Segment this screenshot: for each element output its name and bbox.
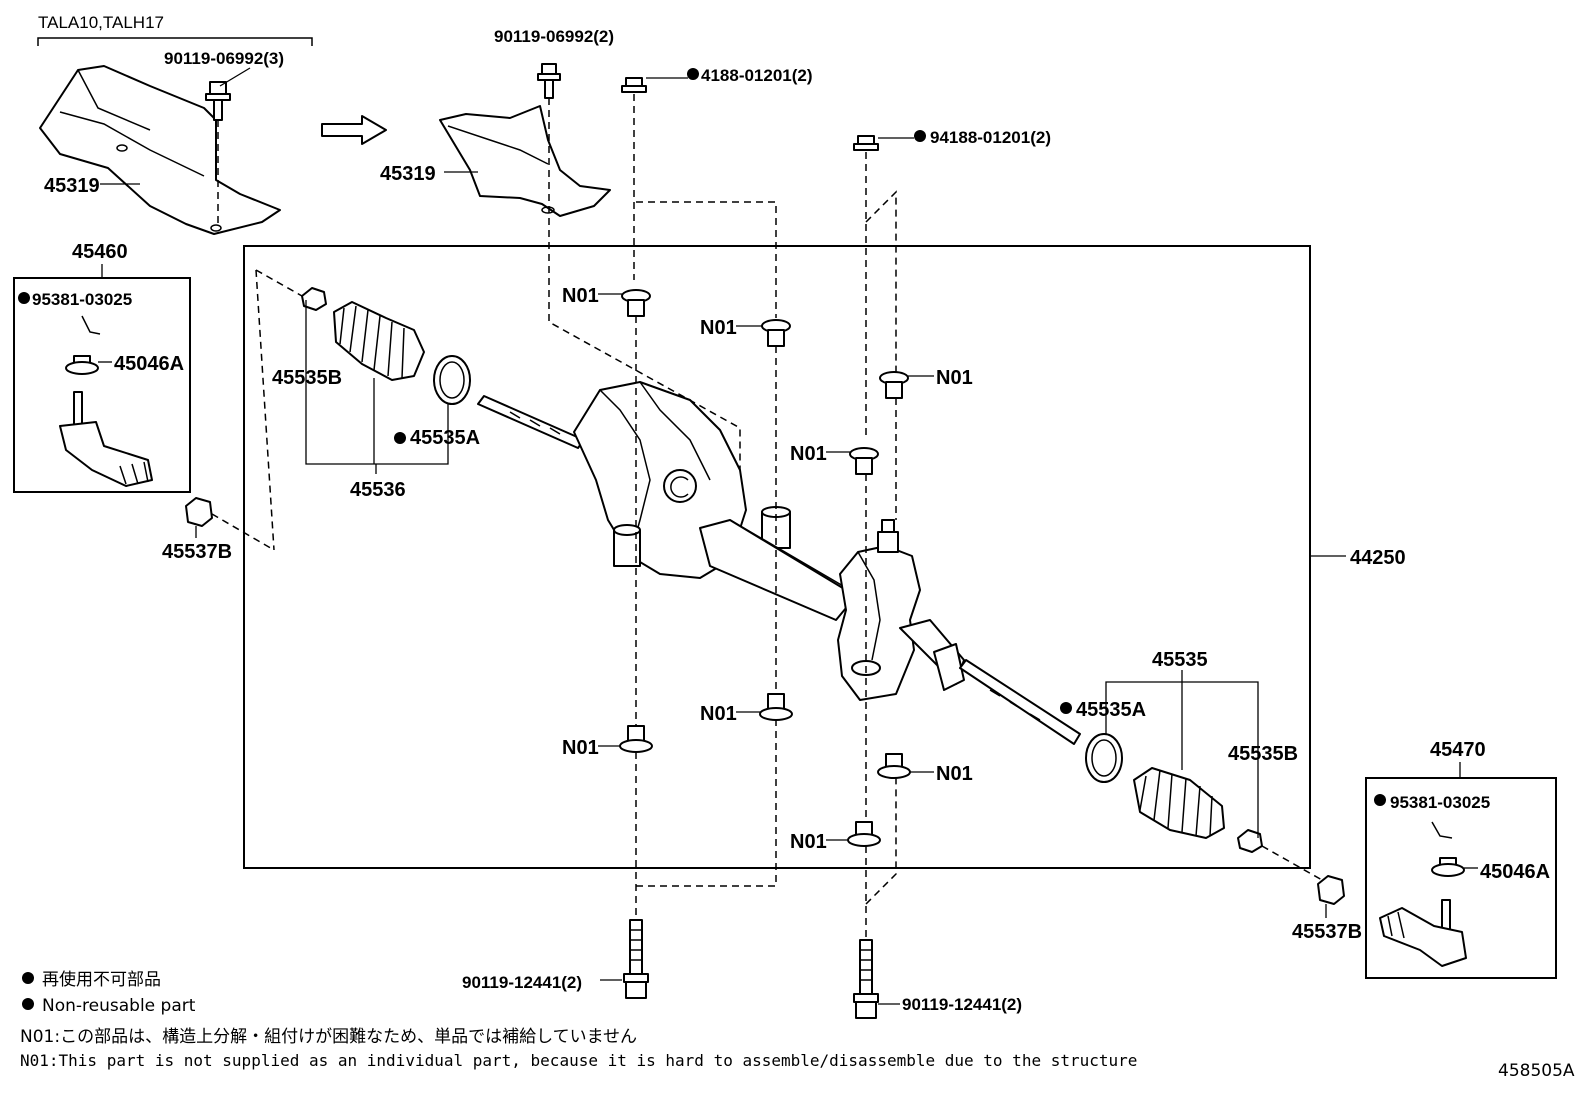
legend-non-reusable-en: Non-reusable part — [42, 996, 196, 1016]
bolt-lower-1[interactable] — [623, 919, 649, 999]
boot-left[interactable] — [333, 301, 425, 381]
cover-right-label: 45319 — [380, 163, 436, 185]
model-codes-label: TALA10,TALH17 — [38, 13, 164, 32]
tie-rod-end-right-box — [1365, 777, 1557, 979]
bushing-n01-5[interactable] — [759, 693, 793, 721]
cotter-pin-right-label: 95381-03025 — [1390, 793, 1490, 812]
cotter-pin-left[interactable] — [81, 315, 101, 335]
nut-upper-2[interactable] — [853, 135, 879, 151]
lock-nut-left-label: 45537B — [162, 541, 232, 563]
boot-right[interactable] — [1133, 767, 1225, 839]
non-reusable-mark-icon — [1060, 702, 1072, 714]
non-reusable-mark-icon — [394, 432, 406, 444]
bushing-n01-3[interactable] — [879, 371, 909, 399]
non-reusable-mark-icon — [18, 292, 30, 304]
lock-nut-left[interactable] — [185, 497, 213, 527]
n01-label-4: N01 — [790, 443, 827, 465]
boot-clip-b-right-label: 45535B — [1228, 743, 1298, 765]
boot-set-right-label: 45535 — [1152, 649, 1208, 671]
n01-label-2: N01 — [700, 317, 737, 339]
tie-rod-end-right-label: 45470 — [1430, 739, 1486, 761]
castle-nut-left-label: 45046A — [114, 353, 184, 375]
boot-clip-a-left-label: 45535A — [410, 427, 480, 449]
castle-nut-right-label: 45046A — [1480, 861, 1550, 883]
bushing-n01-6[interactable] — [619, 725, 653, 753]
castle-nut-left[interactable] — [65, 355, 99, 375]
bolt-lower-2[interactable] — [853, 939, 879, 1019]
n01-label-5: N01 — [700, 703, 737, 725]
nut-upper-1[interactable] — [621, 77, 647, 93]
tie-rod-end-left-label: 45460 — [72, 241, 128, 263]
boot-clip-a-right-label: 45535A — [1076, 699, 1146, 721]
bolt-upper-mid-label: 90119-06992(2) — [494, 27, 614, 46]
bushing-n01-2[interactable] — [761, 319, 791, 347]
cotter-pin-right[interactable] — [1431, 821, 1453, 839]
n01-label-7: N01 — [936, 763, 973, 785]
nut-upper-1-label: 4188-01201(2) — [701, 66, 813, 85]
bolt-upper-mid[interactable] — [537, 63, 561, 99]
n01-label-6: N01 — [562, 737, 599, 759]
legend-non-reusable-jp: 再使用不可部品 — [42, 969, 161, 990]
gear-assembly-box — [243, 245, 1311, 869]
cover-shield-right[interactable] — [439, 105, 611, 217]
boot-set-left-label: 45536 — [350, 479, 406, 501]
legend-n01-en: N01:This part is not supplied as an indi… — [20, 1051, 1137, 1070]
n01-label-3: N01 — [936, 367, 973, 389]
arrow-icon — [321, 115, 387, 145]
bolt-upper-left[interactable] — [205, 81, 231, 121]
model-bracket: TALA10,TALH17 — [37, 13, 313, 46]
legend-n01-jp: N01:この部品は、構造上分解・組付けが困難なため、単品では補給していません — [20, 1027, 637, 1047]
castle-nut-right[interactable] — [1431, 857, 1465, 877]
non-reusable-mark-icon — [22, 998, 34, 1010]
bushing-n01-7[interactable] — [877, 753, 911, 779]
non-reusable-mark-icon — [914, 130, 926, 142]
cover-left-label: 45319 — [44, 175, 100, 197]
bushing-n01-1[interactable] — [621, 289, 651, 317]
n01-label-8: N01 — [790, 831, 827, 853]
boot-clip-b-left-label: 45535B — [272, 367, 342, 389]
legend: 再使用不可部品 Non-reusable part N01:この部品は、構造上分… — [20, 969, 1137, 1070]
bushing-n01-4[interactable] — [849, 447, 879, 475]
non-reusable-mark-icon — [1374, 794, 1386, 806]
lock-nut-right-label: 45537B — [1292, 921, 1362, 943]
tie-rod-end-left-box — [13, 277, 191, 493]
non-reusable-mark-icon — [22, 972, 34, 984]
figure-code: 458505A — [1498, 1061, 1575, 1081]
tie-rod-end-left[interactable] — [59, 391, 153, 487]
gear-assembly-label: 44250 — [1350, 547, 1406, 569]
bolt-lower-1-label: 90119-12441(2) — [462, 973, 582, 992]
lock-nut-right[interactable] — [1317, 875, 1345, 905]
tie-rod-end-right[interactable] — [1379, 899, 1467, 967]
bolt-upper-left-label: 90119-06992(3) — [164, 49, 284, 68]
nut-upper-2-label: 94188-01201(2) — [930, 128, 1051, 147]
bushing-n01-8[interactable] — [847, 821, 881, 847]
n01-label-1: N01 — [562, 285, 599, 307]
cover-shield-left[interactable] — [39, 65, 281, 235]
bolt-lower-2-label: 90119-12441(2) — [902, 995, 1022, 1014]
non-reusable-mark-icon — [687, 68, 699, 80]
boot-clip-b-left[interactable] — [301, 287, 327, 311]
steering-rack[interactable] — [477, 381, 1081, 745]
cotter-pin-left-label: 95381-03025 — [32, 290, 132, 309]
